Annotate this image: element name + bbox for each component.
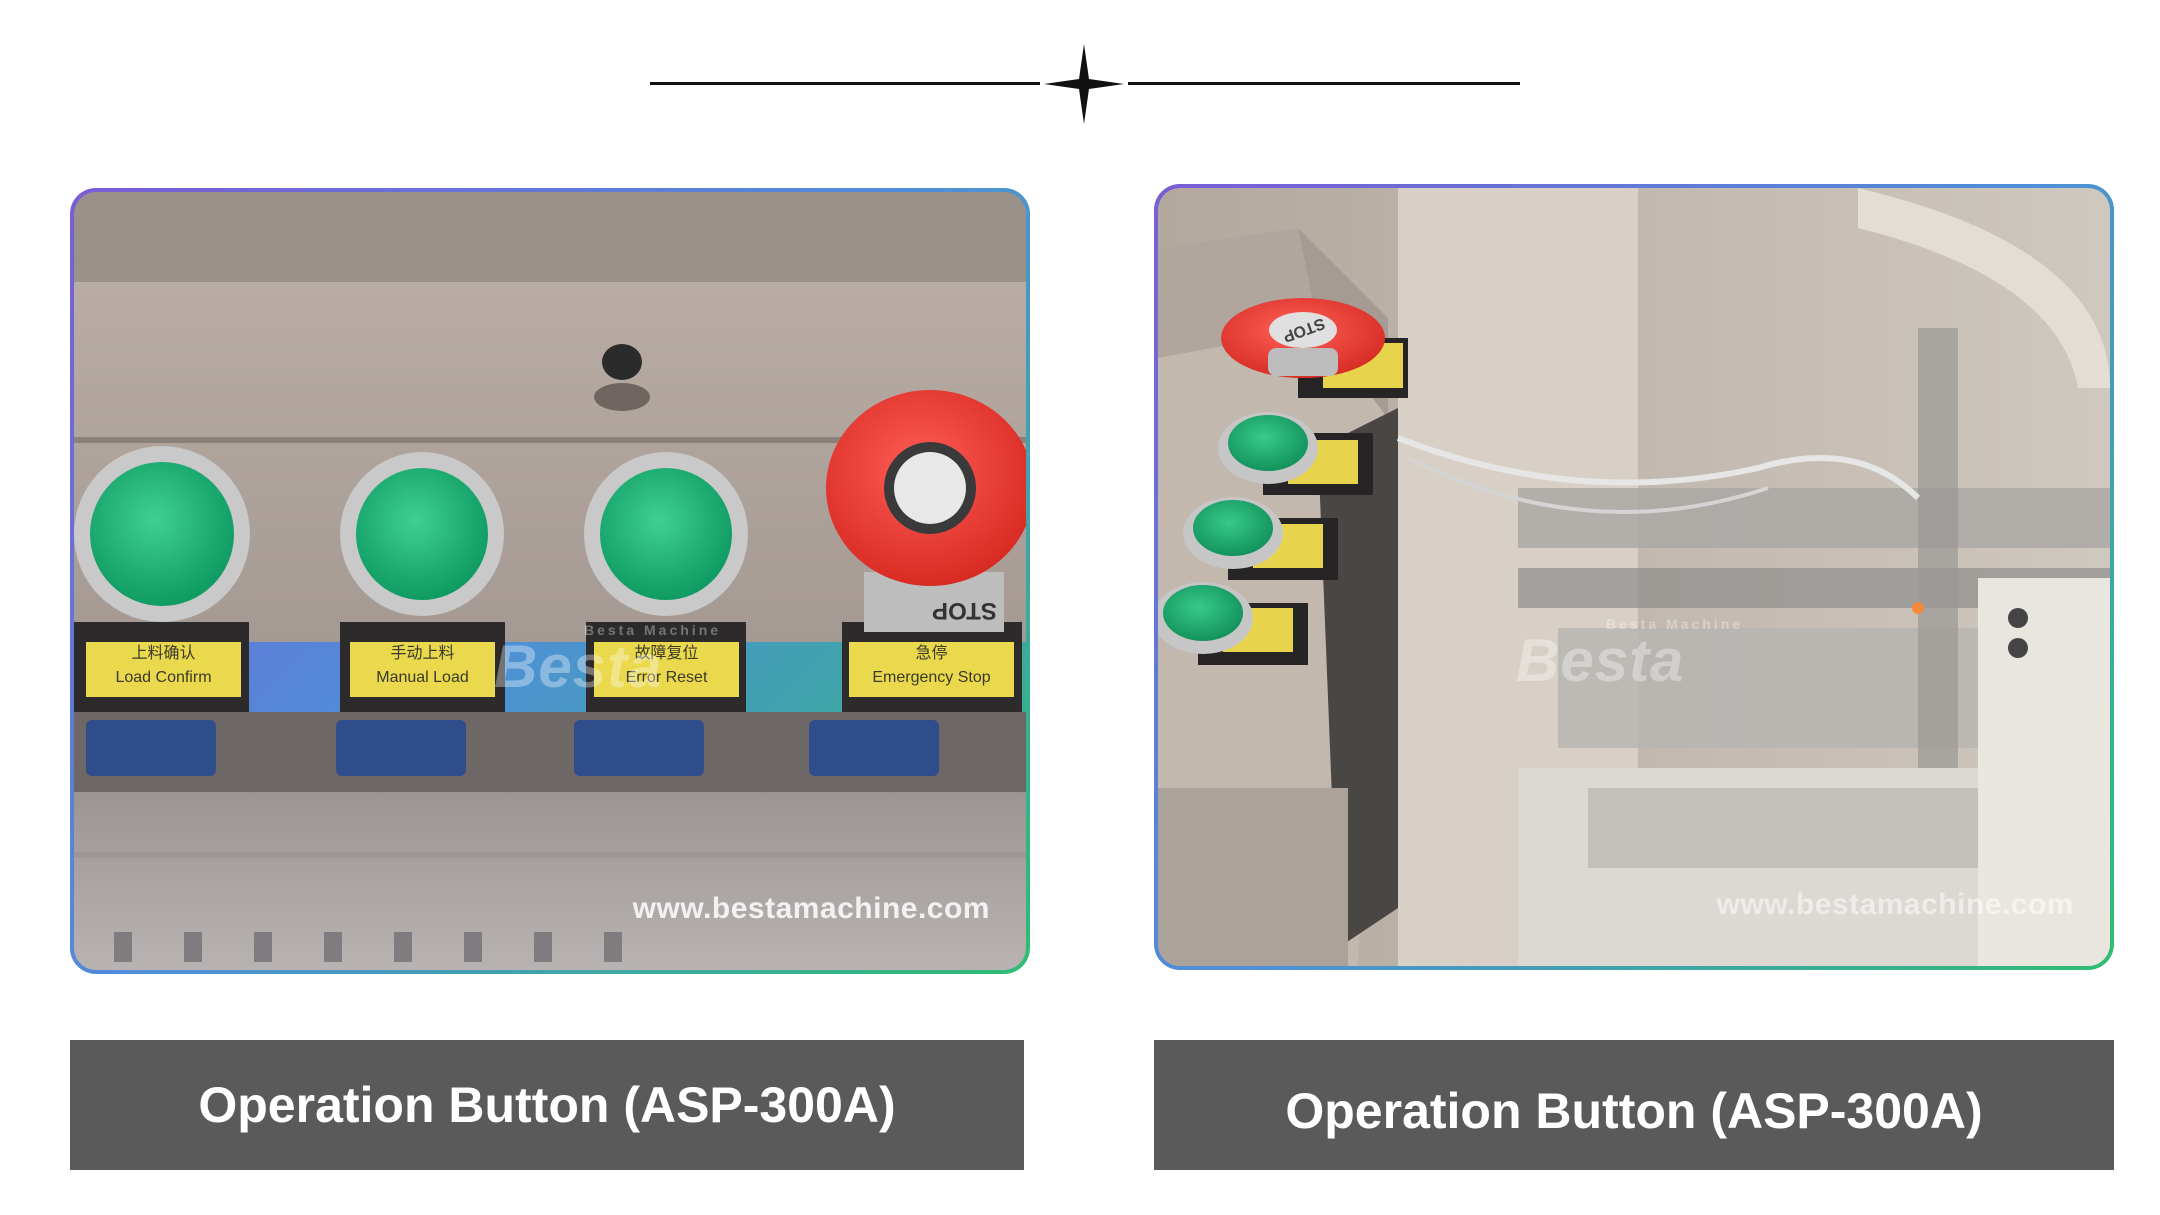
button-label-manual-load: 手动上料 Manual Load [350,642,495,690]
watermark-url: www.bestamachine.com [1716,888,2074,921]
watermark-logo: Besta Machine Besta [494,622,721,701]
photo-illustration [74,192,1026,970]
button-label-emergency-stop: 急停 Emergency Stop [849,642,1014,690]
label-en: Error Reset [625,669,708,686]
photo-frame-right: STOP Besta Machine Besta www.bestamachin… [1154,184,2114,970]
button-label-error-reset: 故障复位 Error Reset [594,642,739,690]
label-cn: 手动上料 [390,645,455,662]
label-cn: 故障复位 [634,645,699,662]
watermark-logo-text: Besta [494,633,663,700]
watermark-logo-sub: Besta Machine [584,622,722,638]
four-point-star-icon [1044,44,1124,124]
header-divider [0,0,2160,140]
label-cn: 急停 [915,645,948,662]
label-cn: 上料确认 [131,645,196,662]
divider-line-left [650,82,1040,85]
label-en: Load Confirm [115,669,212,686]
photo-frame-left: STOP 上料确认 Load Confirm 手动上料 Manual Load … [70,188,1030,974]
photo-control-box-angled: STOP Besta Machine Besta www.bestamachin… [1158,188,2110,966]
stop-label: STOP [932,597,997,624]
photo-illustration [1158,188,2110,966]
photo-control-panel-front: STOP 上料确认 Load Confirm 手动上料 Manual Load … [74,192,1026,970]
label-en: Emergency Stop [872,669,991,686]
watermark-logo-sub: Besta Machine [1606,616,1744,632]
watermark-url: www.bestamachine.com [632,892,990,925]
divider-line-right [1128,82,1520,85]
label-en: Manual Load [376,669,469,686]
watermark-logo-text: Besta [1516,627,1685,694]
button-label-load-confirm: 上料确认 Load Confirm [86,642,241,690]
caption-left: Operation Button (ASP-300A) [70,1040,1024,1170]
watermark-logo: Besta Machine Besta [1516,616,1743,695]
caption-right: Operation Button (ASP-300A) [1154,1040,2114,1170]
